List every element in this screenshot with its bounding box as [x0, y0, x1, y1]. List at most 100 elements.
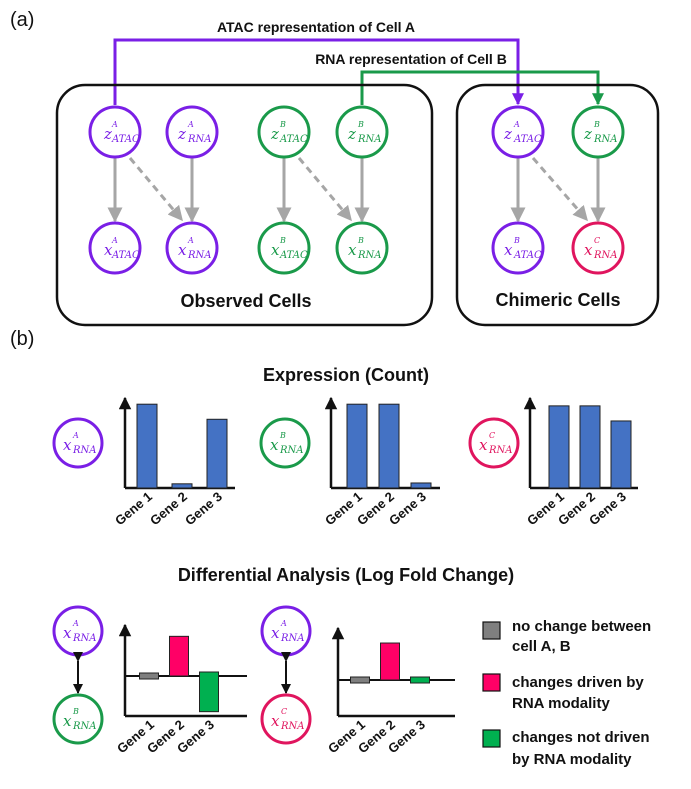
svg-text:RNA: RNA [72, 445, 97, 456]
svg-text:z: z [177, 125, 186, 143]
legend-swatch-no-change [482, 621, 501, 640]
svg-text:ATAC: ATAC [279, 250, 308, 261]
svg-text:z: z [270, 125, 279, 143]
svg-text:B: B [279, 236, 286, 245]
svg-text:ATAC: ATAC [513, 134, 542, 145]
chart-0-bar-2 [171, 483, 193, 489]
svg-text:A: A [280, 619, 287, 628]
chart-3-bar-1 [139, 672, 159, 680]
chart-2-bar-3 [610, 420, 632, 489]
chart-0-bar-1 [136, 403, 158, 489]
svg-text:ATAC: ATAC [111, 134, 140, 145]
svg-text:RNA: RNA [187, 134, 212, 145]
svg-text:z: z [347, 125, 356, 143]
chimeric-label: Chimeric Cells [495, 290, 620, 310]
chart-1-bar-3 [410, 482, 432, 489]
svg-text:RNA: RNA [280, 633, 305, 644]
svg-text:x: x [178, 241, 187, 259]
chimeric-cells-box [455, 83, 660, 327]
svg-text:z: z [503, 125, 512, 143]
chart-4-bar-3 [410, 676, 430, 684]
svg-text:z: z [583, 125, 592, 143]
diff2-node-x-rna-a: xA RNA [260, 605, 312, 657]
svg-text:A: A [187, 120, 194, 129]
chart-2-bar-1 [548, 405, 570, 489]
svg-text:ATAC: ATAC [279, 134, 308, 145]
svg-text:C: C [489, 431, 495, 440]
legend-rna-driven-line2: RNA modality [512, 695, 610, 712]
legend-rna-driven-line1: changes driven by [512, 674, 644, 691]
chimeric-node-z-rna-b: zB RNA [571, 105, 625, 159]
panel-b-tag: (b) [10, 328, 34, 350]
svg-text:RNA: RNA [593, 134, 618, 145]
differential-title: Differential Analysis (Log Fold Change) [178, 565, 514, 585]
observed-node-z-rna-a: zA RNA [165, 105, 219, 159]
svg-text:x: x [584, 241, 593, 259]
svg-text:RNA: RNA [593, 250, 618, 261]
chart-1-bar-1 [346, 403, 368, 489]
legend: no change between cell A, B changes driv… [482, 618, 651, 768]
svg-text:B: B [279, 120, 286, 129]
chart-0-bar-3 [206, 418, 228, 489]
rna-link-arrow [360, 70, 604, 106]
svg-text:RNA: RNA [280, 721, 305, 732]
svg-text:x: x [63, 624, 72, 642]
svg-text:A: A [513, 120, 520, 129]
legend-no-change-line2: cell A, B [512, 638, 571, 655]
svg-text:ATAC: ATAC [111, 250, 140, 261]
svg-text:B: B [593, 120, 600, 129]
svg-text:C: C [594, 236, 600, 245]
svg-text:RNA: RNA [187, 250, 212, 261]
svg-text:x: x [63, 712, 72, 730]
legend-swatch-not-rna-driven [482, 729, 501, 748]
legend-swatch-rna-driven [482, 673, 501, 692]
observed-node-z-rna-b: zB RNA [335, 105, 389, 159]
expression-title: Expression (Count) [263, 365, 429, 385]
svg-text:RNA: RNA [357, 134, 382, 145]
svg-text:x: x [504, 241, 513, 259]
svg-text:RNA: RNA [72, 633, 97, 644]
atac-link-label: ATAC representation of Cell A [217, 19, 415, 35]
observed-node-x-atac-b: xB ATAC [257, 221, 311, 275]
svg-text:x: x [271, 241, 280, 259]
chart-1-tick-label-3: Gene 3 [386, 489, 429, 528]
svg-text:x: x [348, 241, 357, 259]
chart-3-bar-3 [199, 671, 219, 713]
svg-text:RNA: RNA [488, 445, 513, 456]
chart-0-tick-label-1: Gene 1 [112, 489, 155, 528]
svg-text:ATAC: ATAC [513, 250, 542, 261]
chart-0-tick-label-2: Gene 2 [147, 489, 190, 528]
svg-text:z: z [103, 125, 112, 143]
svg-text:A: A [187, 236, 194, 245]
chart-1-bar-2 [378, 403, 400, 489]
svg-text:RNA: RNA [279, 445, 304, 456]
svg-text:x: x [479, 436, 488, 454]
svg-text:A: A [111, 120, 118, 129]
svg-text:x: x [271, 624, 280, 642]
panel-a-tag: (a) [10, 9, 34, 31]
legend-no-change-line1: no change between [512, 618, 651, 635]
chart-4-bar-2 [380, 642, 400, 681]
svg-text:B: B [357, 236, 364, 245]
svg-text:x: x [63, 436, 72, 454]
observed-node-x-rna-a: xA RNA [165, 221, 219, 275]
svg-text:B: B [357, 120, 364, 129]
observed-node-z-atac-a: zA ATAC [88, 105, 142, 159]
diff1-node-x-rna-a: xA RNA [52, 605, 104, 657]
latent-to-observed-edges [107, 157, 606, 223]
expr-node-x-rna-c: xC RNA [468, 417, 520, 469]
chimeric-node-x-rna-c: xC RNA [571, 221, 625, 275]
svg-text:C: C [281, 707, 287, 716]
legend-not-rna-driven-line1: changes not driven [512, 729, 650, 746]
svg-text:A: A [72, 619, 79, 628]
observed-node-z-atac-b: zB ATAC [257, 105, 311, 159]
chart-4-bar-1 [350, 676, 370, 684]
svg-text:B: B [279, 431, 286, 440]
rna-link-label: RNA representation of Cell B [315, 51, 507, 67]
chart-0-tick-label-3: Gene 3 [182, 489, 225, 528]
